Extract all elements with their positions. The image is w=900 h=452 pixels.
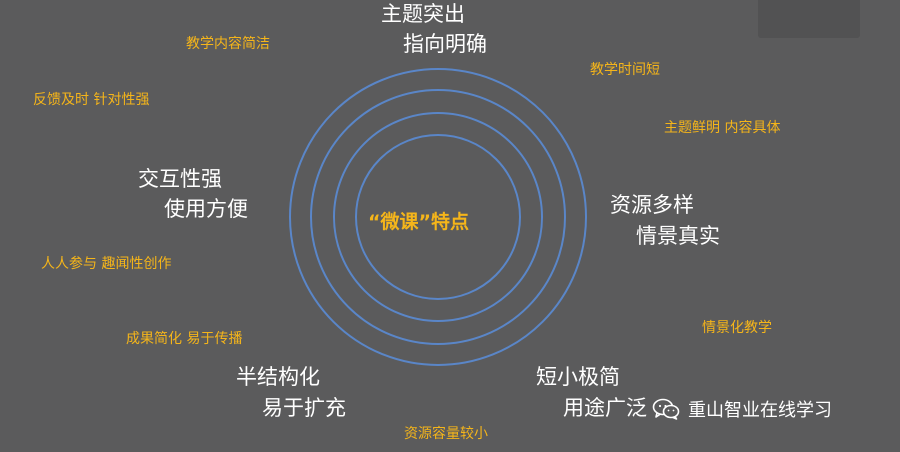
feature-2-line1: 资源多样 — [610, 193, 694, 217]
wechat-icon — [652, 398, 680, 420]
feature-5-line2: 使用方便 — [164, 197, 248, 221]
watermark-text: 重山智业在线学习 — [688, 400, 832, 421]
corner-box — [758, 0, 860, 38]
feature-5-line1: 交互性强 — [138, 167, 222, 191]
ring-3 — [310, 89, 566, 345]
feature-3-line1: 短小极简 — [536, 365, 620, 389]
ring-outer — [289, 68, 587, 366]
ring-inner — [355, 134, 521, 300]
note-7: 成果简化 易于传播 — [126, 331, 243, 347]
feature-4-line2: 易于扩充 — [262, 396, 346, 420]
feature-1-line2: 指向明确 — [403, 32, 487, 56]
note-4: 主题鲜明 内容具体 — [664, 120, 781, 136]
ring-2 — [333, 112, 543, 322]
note-8: 资源容量较小 — [404, 426, 488, 442]
note-3: 教学时间短 — [590, 62, 660, 78]
note-2: 反馈及时 针对性强 — [33, 92, 150, 108]
note-5: 人人参与 趣闻性创作 — [41, 256, 172, 272]
note-1: 教学内容简洁 — [186, 36, 270, 52]
feature-3-line2: 用途广泛 — [563, 396, 647, 420]
feature-4-line1: 半结构化 — [236, 365, 320, 389]
note-6: 情景化教学 — [702, 320, 772, 336]
feature-1-line1: 主题突出 — [381, 2, 465, 26]
feature-2-line2: 情景真实 — [636, 224, 720, 248]
center-title: “微课”特点 — [368, 211, 469, 233]
watermark: 重山智业在线学习 — [652, 396, 832, 422]
